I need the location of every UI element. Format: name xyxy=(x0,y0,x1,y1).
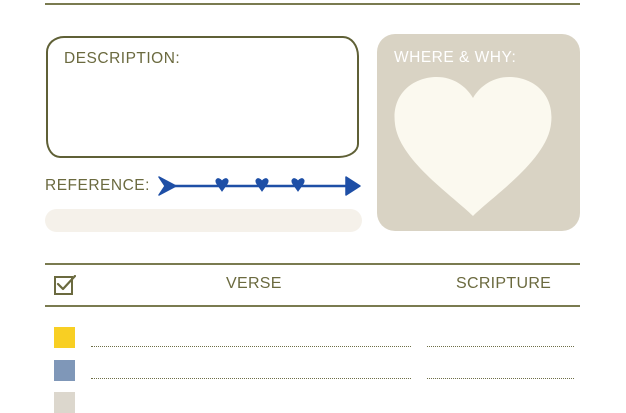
top-divider xyxy=(45,3,580,5)
where-why-label: WHERE & WHY: xyxy=(394,49,517,66)
reference-input-bar[interactable] xyxy=(45,209,362,232)
description-label: DESCRIPTION: xyxy=(64,50,181,67)
column-header-scripture: SCRIPTURE xyxy=(456,275,552,292)
heart-icon xyxy=(394,77,552,216)
heart-arrow-icon xyxy=(158,176,361,196)
table-header-divider xyxy=(45,305,580,307)
verse-line-1[interactable] xyxy=(91,346,411,347)
where-why-panel[interactable]: WHERE & WHY: xyxy=(377,34,580,231)
row-swatch-1 xyxy=(54,327,75,348)
checkbox-checked-icon[interactable] xyxy=(54,275,76,295)
scripture-line-1[interactable] xyxy=(427,346,574,347)
column-header-verse: VERSE xyxy=(226,275,282,292)
reference-label: REFERENCE: xyxy=(45,177,150,194)
scripture-line-2[interactable] xyxy=(427,378,574,379)
row-swatch-3 xyxy=(54,392,75,413)
row-swatch-2 xyxy=(54,360,75,381)
verse-line-2[interactable] xyxy=(91,378,411,379)
description-box[interactable]: DESCRIPTION: xyxy=(46,36,359,158)
table-top-divider xyxy=(45,263,580,265)
